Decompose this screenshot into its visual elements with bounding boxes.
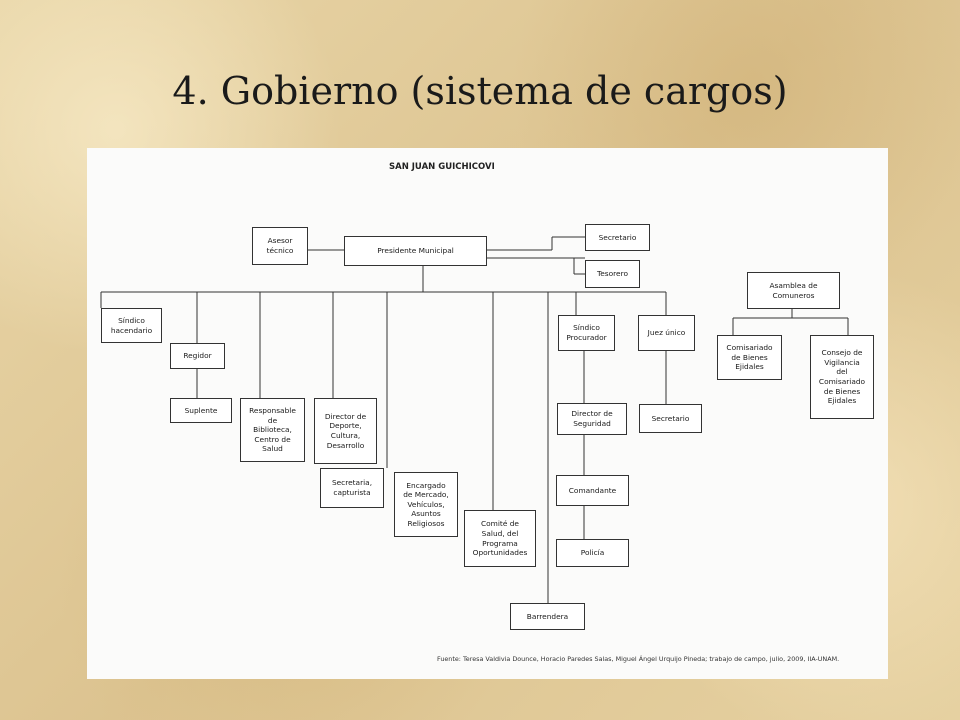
node-suplente: Suplente [170,398,232,423]
chart-title: SAN JUAN GUICHICOVI [389,162,495,172]
node-sindico-procurador: Síndico Procurador [558,315,615,351]
node-regidor: Regidor [170,343,225,369]
node-secretario-juez: Secretario [639,404,702,433]
node-comandante: Comandante [556,475,629,506]
source-note: Fuente: Teresa Valdivia Dounce, Horacio … [437,655,840,663]
slide-title: 4. Gobierno (sistema de cargos) [172,69,788,113]
node-juez-unico: Juez único [638,315,695,351]
org-chart-figure: SAN JUAN GUICHICOVI Asesor técnico Presi… [87,148,888,679]
node-tesorero: Tesorero [585,260,640,288]
node-presidente-municipal: Presidente Municipal [344,236,487,266]
node-barrendera: Barrendera [510,603,585,630]
node-responsable-biblioteca: Responsable de Biblioteca, Centro de Sal… [240,398,305,462]
node-comite-salud: Comité de Salud, del Programa Oportunida… [464,510,536,567]
node-consejo-vigilancia: Consejo de Vigilancia del Comisariado de… [810,335,874,419]
node-director-seguridad: Director de Seguridad [557,403,627,435]
node-asesor-tecnico: Asesor técnico [252,227,308,265]
node-asamblea-comuneros: Asamblea de Comuneros [747,272,840,309]
node-sindico-hacendario: Síndico hacendario [101,308,162,343]
node-comisariado-bienes: Comisariado de Bienes Ejidales [717,335,782,380]
node-secretario: Secretario [585,224,650,251]
node-director-deporte: Director de Deporte, Cultura, Desarrollo [314,398,377,464]
node-encargado-mercado: Encargado de Mercado, Vehículos, Asuntos… [394,472,458,537]
node-policia: Policía [556,539,629,567]
org-chart-connectors [100,236,849,603]
node-secretaria-capturista: Secretaria, capturista [320,468,384,508]
